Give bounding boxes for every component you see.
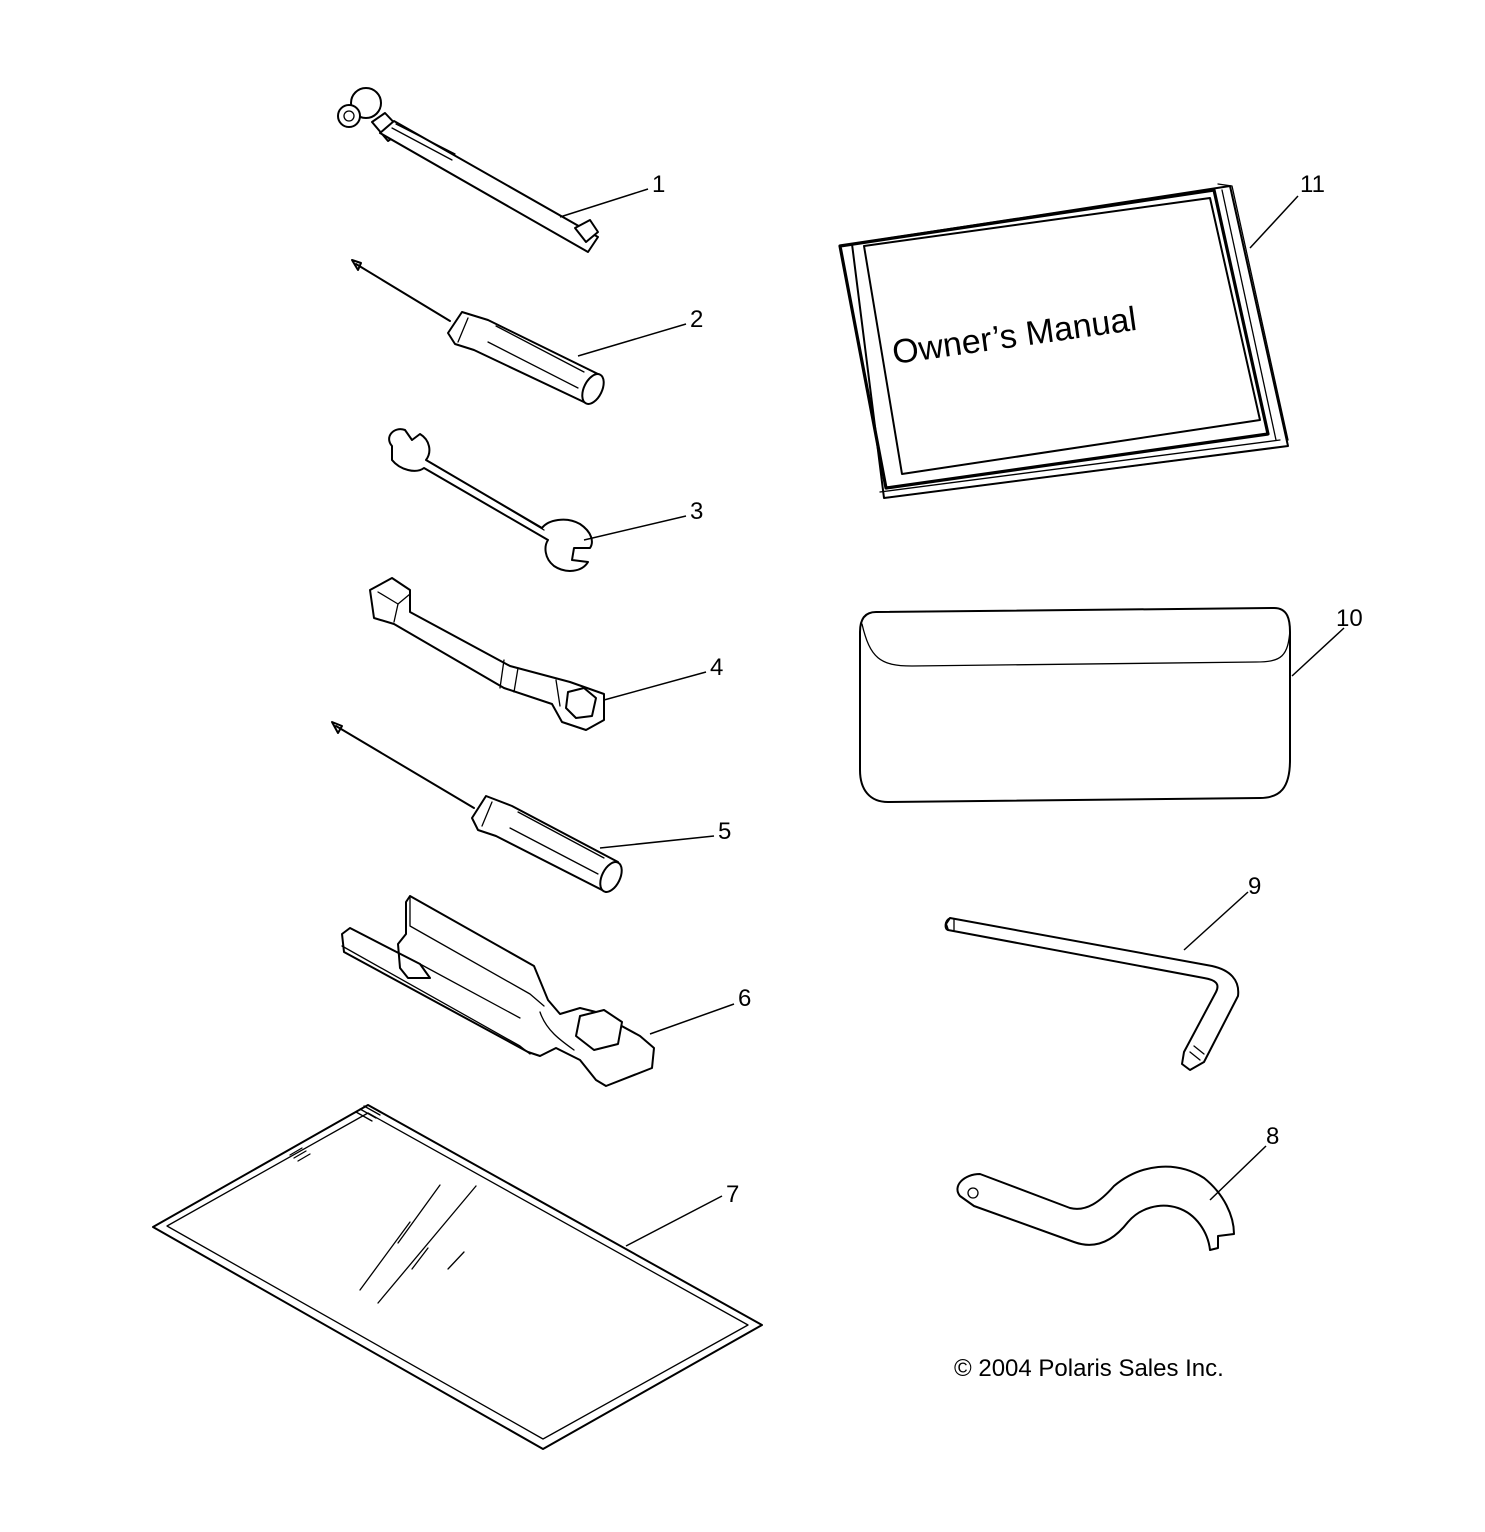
manual-cover-text: Owner’s Manual — [890, 300, 1139, 372]
part-4-spark-plug-socket-wrench: 4 — [369, 577, 723, 731]
part-3-open-end-wrench: 3 — [388, 428, 703, 572]
part-1-tire-pressure-gauge: 1 — [337, 87, 665, 253]
part-8-spanner-wrench: 8 — [956, 1123, 1279, 1251]
callout-6: 6 — [738, 985, 751, 1012]
part-11-owners-manual: Owner’s Manual 11 — [838, 171, 1325, 499]
callout-7: 7 — [726, 1181, 739, 1208]
callout-2: 2 — [690, 306, 703, 333]
callout-8: 8 — [1266, 1123, 1279, 1150]
callout-11: 11 — [1300, 171, 1325, 198]
copyright-text: © 2004 Polaris Sales Inc. — [954, 1355, 1224, 1382]
callout-5: 5 — [718, 818, 731, 845]
callout-1: 1 — [652, 171, 665, 198]
part-2-screwdriver: 2 — [351, 259, 703, 405]
part-9-allen-wrench: 9 — [944, 873, 1261, 1071]
callout-9: 9 — [1248, 873, 1261, 900]
part-7-plastic-pouch: 7 — [152, 1104, 763, 1450]
part-5-screwdriver: 5 — [331, 721, 731, 893]
part-10-tool-pouch: 10 — [859, 605, 1363, 803]
callout-10: 10 — [1336, 605, 1363, 632]
callout-4: 4 — [710, 654, 723, 681]
callout-3: 3 — [690, 498, 703, 525]
part-6-spark-plug-tool: 6 — [341, 895, 751, 1087]
